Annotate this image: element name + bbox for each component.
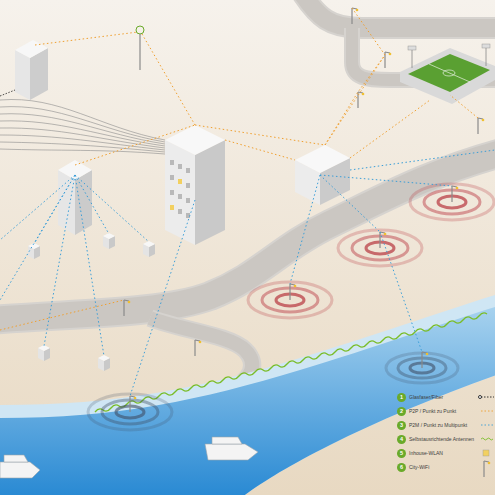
legend-entry: City-WiFi xyxy=(409,463,429,471)
callout-number: 6 xyxy=(397,463,406,472)
legend-text: City-WiFi xyxy=(409,464,429,470)
legend-entry: Glasfaser/Fiber xyxy=(409,393,443,401)
callout-number: 2 xyxy=(397,407,406,416)
callout-number: 4 xyxy=(397,435,406,444)
callout-number: 5 xyxy=(397,449,406,458)
legend-text: Selbstausrichtende Antennen xyxy=(409,436,474,442)
callout-number: 1 xyxy=(397,393,406,402)
legend-entry: P2M / Punkt zu Multipunkt xyxy=(409,421,467,429)
legend-text: P2P / Punkt zu Punkt xyxy=(409,408,456,414)
legend-text: Inhouse-WLAN xyxy=(409,450,443,456)
legend-entry: Inhouse-WLAN xyxy=(409,449,443,457)
legend-text: P2M / Punkt zu Multipunkt xyxy=(409,422,467,428)
legend-entry: P2P / Punkt zu Punkt xyxy=(409,407,456,415)
legend-text: Glasfaser/Fiber xyxy=(409,394,443,400)
callout-number: 3 xyxy=(397,421,406,430)
legend-entry: Selbstausrichtende Antennen xyxy=(409,435,474,443)
